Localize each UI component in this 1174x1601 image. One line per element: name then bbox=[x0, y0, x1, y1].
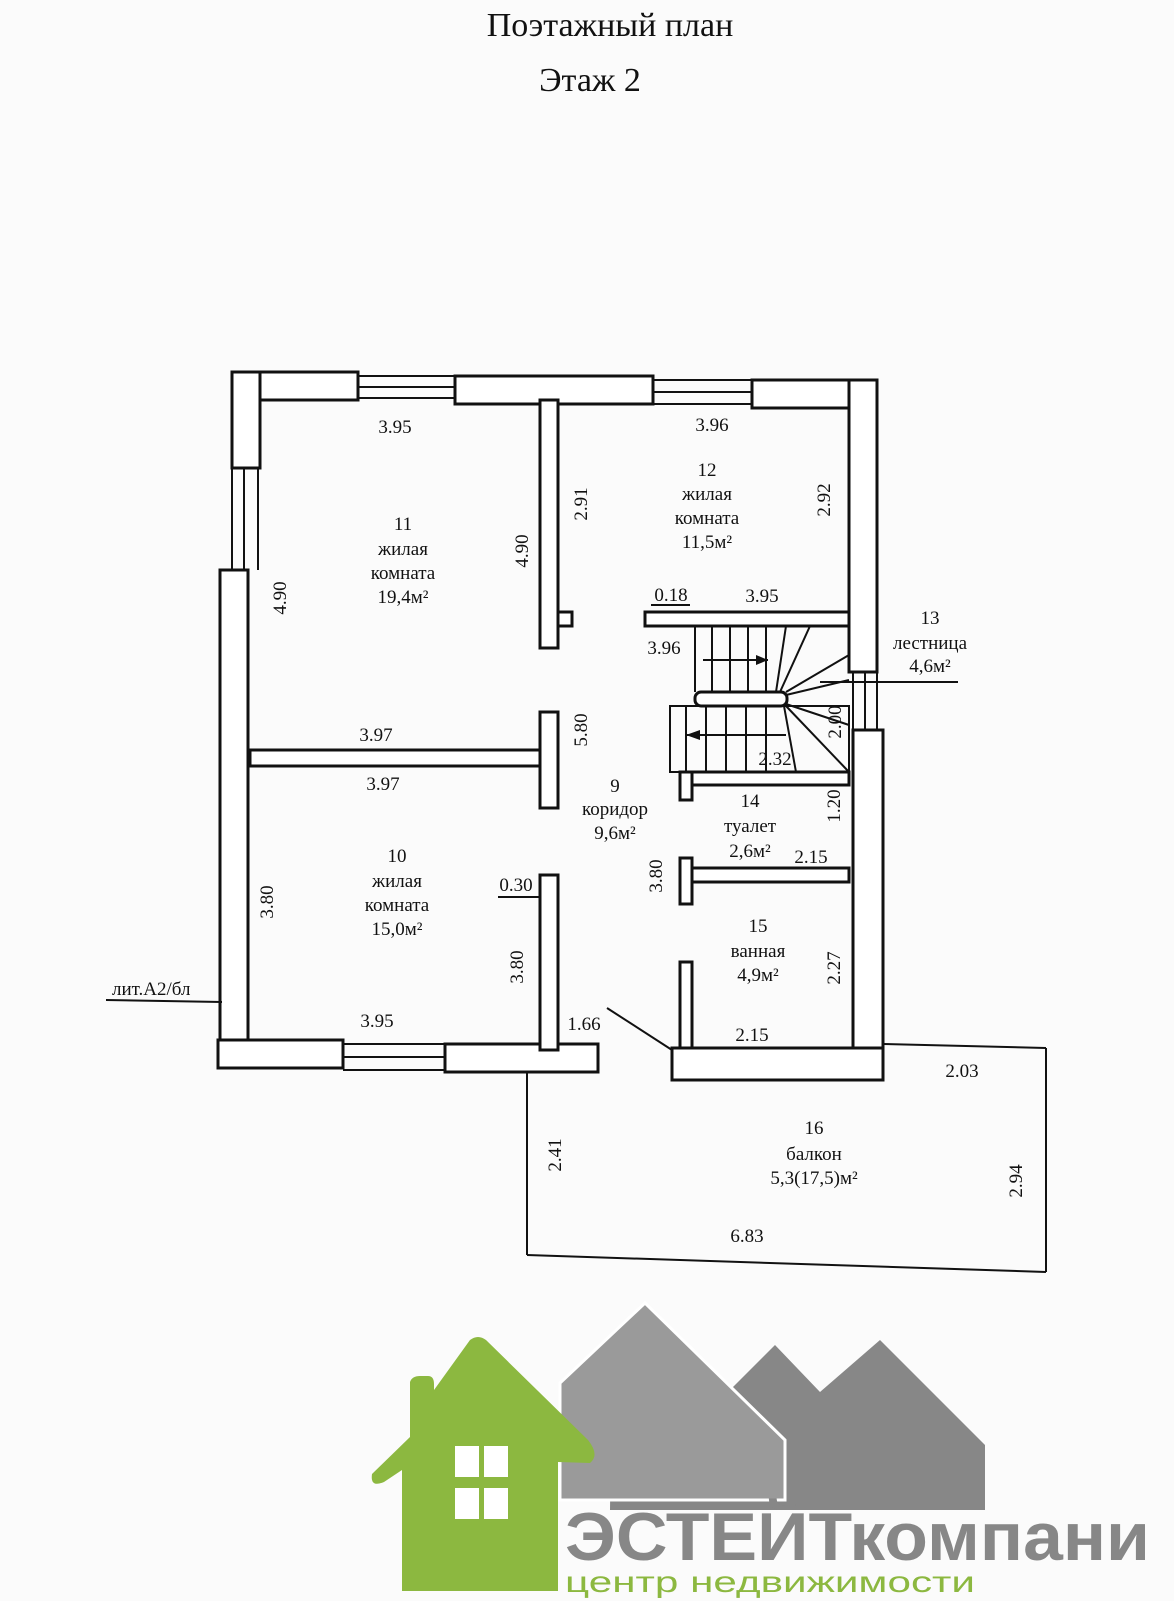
svg-text:2.00: 2.00 bbox=[825, 705, 846, 738]
logo-tagline: центр недвижимости bbox=[565, 1566, 975, 1599]
svg-text:балкон: балкон bbox=[786, 1144, 842, 1165]
gray-house-icon bbox=[558, 1300, 787, 1502]
room-14-label: 14 туалет 2,6м² bbox=[724, 791, 777, 862]
svg-text:15: 15 bbox=[749, 916, 768, 937]
svg-text:2.03: 2.03 bbox=[945, 1061, 978, 1082]
balcony-outline bbox=[526, 1043, 1047, 1273]
svg-text:0.18: 0.18 bbox=[654, 585, 687, 606]
room-16-label: 16 балкон 5,3(17,5)м² bbox=[770, 1118, 858, 1189]
svg-text:коридор: коридор bbox=[582, 799, 648, 820]
svg-text:3.95: 3.95 bbox=[745, 586, 778, 607]
window bbox=[358, 375, 455, 399]
svg-text:комната: комната bbox=[675, 508, 740, 529]
svg-text:4.90: 4.90 bbox=[512, 534, 533, 567]
svg-text:1.66: 1.66 bbox=[567, 1014, 600, 1035]
door-swing bbox=[606, 1007, 673, 1051]
svg-text:14: 14 bbox=[741, 791, 761, 812]
svg-text:2.94: 2.94 bbox=[1006, 1164, 1027, 1198]
room-9-label: 9 коридор 9,6м² bbox=[582, 776, 648, 844]
window bbox=[653, 379, 752, 405]
svg-text:16: 16 bbox=[805, 1118, 824, 1139]
svg-text:11: 11 bbox=[394, 514, 412, 535]
svg-text:5,3(17,5)м²: 5,3(17,5)м² bbox=[770, 1168, 858, 1189]
svg-text:комната: комната bbox=[365, 895, 430, 916]
svg-text:3.96: 3.96 bbox=[695, 415, 728, 436]
svg-text:жилая: жилая bbox=[681, 484, 732, 505]
svg-text:9,6м²: 9,6м² bbox=[594, 823, 636, 844]
svg-text:2,6м²: 2,6м² bbox=[729, 841, 771, 862]
room-10-label: 10 жилая комната 15,0м² bbox=[365, 846, 430, 940]
svg-text:4,9м²: 4,9м² bbox=[737, 965, 779, 986]
lit-annotation: лит.А2/бл bbox=[105, 979, 223, 1003]
room-11-label: 11 жилая комната 19,4м² bbox=[371, 514, 436, 608]
svg-text:12: 12 bbox=[698, 460, 717, 481]
svg-text:3.97: 3.97 bbox=[359, 725, 392, 746]
svg-text:1.20: 1.20 bbox=[824, 789, 845, 822]
plan-title: Поэтажный план bbox=[487, 7, 734, 44]
svg-text:2.92: 2.92 bbox=[814, 483, 835, 516]
svg-text:11,5м²: 11,5м² bbox=[682, 532, 733, 553]
svg-text:4.90: 4.90 bbox=[270, 581, 291, 614]
svg-text:6.83: 6.83 bbox=[730, 1226, 763, 1247]
svg-text:5.80: 5.80 bbox=[571, 713, 592, 746]
svg-text:туалет: туалет bbox=[724, 816, 777, 837]
svg-text:2.91: 2.91 bbox=[571, 487, 592, 520]
svg-text:10: 10 bbox=[388, 846, 407, 867]
svg-text:2.15: 2.15 bbox=[794, 847, 827, 868]
room-12-label: 12 жилая комната 11,5м² bbox=[675, 460, 740, 553]
svg-text:жилая: жилая bbox=[377, 539, 428, 560]
svg-text:комната: комната bbox=[371, 563, 436, 584]
window bbox=[343, 1043, 445, 1071]
svg-text:2.32: 2.32 bbox=[758, 749, 791, 770]
logo-brand: ЭСТЕЙТкомпани bbox=[565, 1498, 1150, 1575]
window bbox=[231, 468, 259, 570]
floor-label: Этаж 2 bbox=[539, 62, 641, 99]
svg-text:3.96: 3.96 bbox=[647, 638, 680, 659]
company-logo: ЭСТЕЙТкомпани центр недвижимости bbox=[371, 1300, 1150, 1599]
svg-text:2.41: 2.41 bbox=[545, 1138, 566, 1171]
svg-text:3.95: 3.95 bbox=[360, 1011, 393, 1032]
svg-text:19,4м²: 19,4м² bbox=[378, 587, 429, 608]
window-icon bbox=[455, 1446, 508, 1519]
svg-text:ванная: ванная bbox=[731, 941, 786, 962]
svg-text:0.30: 0.30 bbox=[499, 875, 532, 896]
svg-text:3.80: 3.80 bbox=[646, 859, 667, 892]
svg-text:3.97: 3.97 bbox=[366, 774, 399, 795]
window bbox=[852, 672, 878, 730]
svg-text:3.80: 3.80 bbox=[257, 885, 278, 918]
walls bbox=[216, 370, 885, 1082]
svg-text:3.80: 3.80 bbox=[507, 950, 528, 983]
room-13-label: 13 лестница 4,6м² bbox=[893, 608, 968, 677]
svg-text:3.95: 3.95 bbox=[378, 417, 411, 438]
svg-text:2.27: 2.27 bbox=[824, 951, 845, 984]
svg-text:жилая: жилая bbox=[371, 871, 422, 892]
svg-text:2.15: 2.15 bbox=[735, 1025, 768, 1046]
svg-text:9: 9 bbox=[610, 776, 620, 797]
dimensions: 3.95 4.90 4.90 3.96 2.91 2.92 0.18 3.95 … bbox=[257, 415, 1027, 1247]
lit-label: лит.А2/бл bbox=[112, 979, 191, 1000]
svg-text:лестница: лестница bbox=[893, 633, 968, 654]
svg-text:15,0м²: 15,0м² bbox=[372, 919, 423, 940]
svg-text:4,6м²: 4,6м² bbox=[909, 656, 951, 677]
room-15-label: 15 ванная 4,9м² bbox=[731, 916, 786, 986]
svg-text:13: 13 bbox=[921, 608, 940, 629]
